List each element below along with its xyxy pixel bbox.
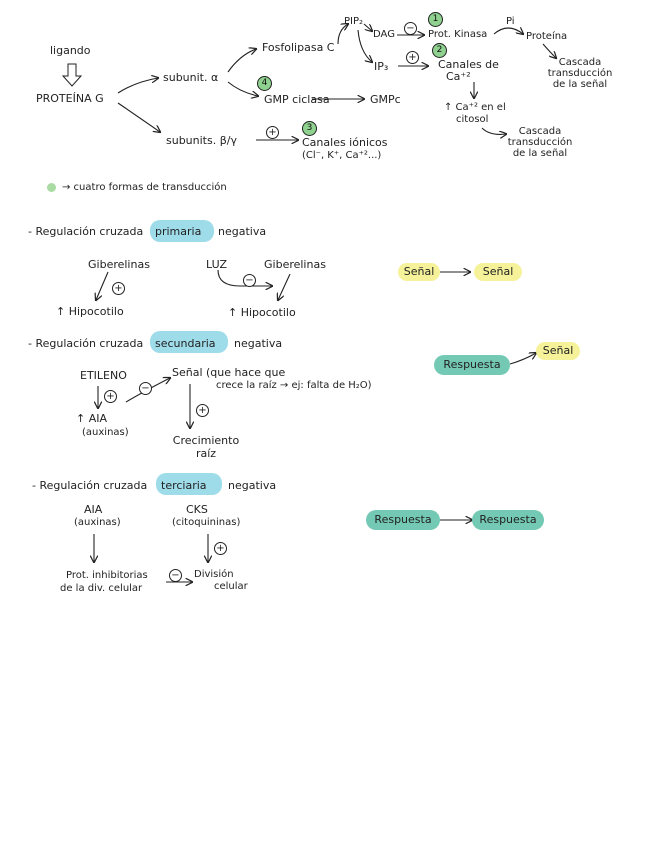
minus-symbol: − bbox=[404, 22, 417, 35]
sec1-heading-post: negativa bbox=[218, 225, 267, 238]
sec3-cks: CKS bbox=[186, 503, 208, 516]
canales-ca-line2: Ca⁺² bbox=[446, 70, 471, 83]
number-1-circle: 1 bbox=[428, 12, 443, 27]
legend-text: → cuatro formas de transducción bbox=[62, 182, 227, 193]
proteina-label: Proteína bbox=[526, 31, 568, 42]
plus-symbol: + bbox=[406, 51, 419, 64]
gmpc-label: GMPc bbox=[370, 93, 401, 106]
arrow-alpha-to-fosfo bbox=[227, 49, 256, 73]
arrow-fosfo-to-pip2 bbox=[337, 24, 348, 45]
sec2-heading-pre: - Regulación cruzada bbox=[28, 337, 144, 350]
sec1-pill-right: Señal bbox=[474, 263, 522, 281]
highlight-secundaria bbox=[150, 331, 228, 353]
canales-ionicos-line1: Canales iónicos bbox=[302, 136, 388, 149]
sec2-auxinas: (auxinas) bbox=[82, 427, 129, 438]
arrow-proteina-to-cascada bbox=[542, 43, 556, 58]
sec3-division-line2: celular bbox=[214, 581, 248, 592]
plus-symbol: + bbox=[196, 404, 209, 417]
arrow-luz-inhibit bbox=[217, 269, 272, 286]
sec1-hipocotilo-b: ↑ Hipocotilo bbox=[228, 306, 296, 319]
arrow-g-to-alpha bbox=[117, 78, 158, 94]
sec2-aia: ↑ AIA bbox=[76, 412, 108, 425]
arrow-gib-to-hipo-b bbox=[278, 273, 291, 300]
sec1-giberelinas-b: Giberelinas bbox=[264, 258, 326, 271]
sec1-heading-hl: primaria bbox=[155, 225, 202, 238]
arrow-g-to-bg bbox=[117, 102, 160, 132]
sec2-senal-line1: Señal (que hace que bbox=[172, 366, 286, 379]
arrow-alpha-to-gmp bbox=[227, 81, 258, 96]
sec2-pill-left: Respuesta bbox=[434, 355, 510, 375]
cascada-1-line3: de la señal bbox=[552, 79, 608, 90]
canales-ionicos-line2: (Cl⁻, K⁺, Ca⁺²...) bbox=[302, 150, 382, 161]
sec1-luz: LUZ bbox=[206, 258, 227, 271]
sec2-etileno: ETILENO bbox=[80, 369, 127, 382]
sec3-pill-left: Respuesta bbox=[366, 510, 440, 530]
dag-label: DAG bbox=[373, 29, 395, 40]
arrow-citosol-to-cascada bbox=[481, 127, 506, 134]
sec3-division-line1: División bbox=[194, 569, 234, 580]
canales-ca-line1: Canales de bbox=[438, 58, 499, 71]
sec3-auxinas: (auxinas) bbox=[74, 517, 121, 528]
sec2-crecimiento-line2: raíz bbox=[195, 447, 217, 460]
highlight-terciaria bbox=[156, 473, 222, 495]
minus-symbol: − bbox=[169, 569, 182, 582]
legend-dot bbox=[47, 183, 56, 192]
minus-symbol: − bbox=[243, 274, 256, 287]
fosfolipasa-label: Fosfolipasa C bbox=[262, 41, 335, 54]
sec3-prot-inhib-line1: Prot. inhibitorias bbox=[66, 570, 148, 581]
ca-citosol-line2: citosol bbox=[456, 114, 489, 125]
proteina-g-label: PROTEÍNA G bbox=[36, 92, 104, 105]
sec2-heading-hl: secundaria bbox=[155, 337, 216, 350]
sec2-crecimiento-line1: Crecimiento bbox=[172, 434, 240, 447]
pi-label: Pi bbox=[506, 16, 515, 27]
highlight-primaria bbox=[150, 220, 214, 242]
minus-symbol: − bbox=[139, 382, 152, 395]
number-3-circle: 3 bbox=[302, 121, 317, 136]
sec2-pill-right: Señal bbox=[536, 342, 580, 360]
number-4-circle: 4 bbox=[257, 76, 272, 91]
cascada-1-line2: transducción bbox=[547, 68, 613, 79]
sec2-heading-post: negativa bbox=[234, 337, 283, 350]
plus-symbol: + bbox=[214, 542, 227, 555]
number-2-circle: 2 bbox=[432, 43, 447, 58]
arrow-pip2-to-dag bbox=[363, 23, 372, 31]
plus-symbol: + bbox=[104, 390, 117, 403]
sec1-hipocotilo-a: ↑ Hipocotilo bbox=[56, 305, 124, 318]
subunit-alpha-label: subunit. α bbox=[163, 71, 219, 84]
cascada-2-line2: transducción bbox=[507, 137, 573, 148]
subunits-bg-label: subunits. β/γ bbox=[166, 134, 237, 147]
ca-citosol-line1: ↑ Ca⁺² en el bbox=[444, 102, 506, 113]
arrow-pip2-to-ip3 bbox=[357, 29, 372, 62]
sec3-heading-pre: - Regulación cruzada bbox=[32, 479, 148, 492]
pip2-label: PIP₂ bbox=[344, 16, 364, 27]
sec2-senal-line2: crece la raíz → ej: falta de H₂O) bbox=[216, 380, 372, 391]
arrow-pill-sec2 bbox=[509, 353, 536, 365]
ip3-label: IP₃ bbox=[374, 60, 389, 73]
cascada-1-line1: Cascada bbox=[558, 57, 602, 68]
sec1-giberelinas-a: Giberelinas bbox=[88, 258, 150, 271]
sec1-heading-pre: - Regulación cruzada bbox=[28, 225, 144, 238]
gmp-ciclasa-label: GMP ciclasa bbox=[264, 93, 330, 106]
prot-kinasa-label: Prot. Kinasa bbox=[428, 29, 488, 40]
sec3-pill-right: Respuesta bbox=[472, 510, 544, 530]
sec3-prot-inhib-line2: de la div. celular bbox=[60, 583, 143, 594]
hollow-down-arrow bbox=[61, 63, 83, 87]
ligando-label: ligando bbox=[50, 44, 91, 57]
arrow-gib-to-hipo-a bbox=[96, 271, 109, 300]
sec3-heading-post: negativa bbox=[228, 479, 277, 492]
sec3-heading-hl: terciaria bbox=[161, 479, 207, 492]
sec1-pill-left: Señal bbox=[398, 263, 440, 281]
cascada-2-line3: de la señal bbox=[512, 148, 568, 159]
plus-symbol: + bbox=[266, 126, 279, 139]
arrow-kinasa-to-proteina bbox=[493, 28, 523, 34]
cascada-2-line1: Cascada bbox=[518, 126, 562, 137]
sec3-citoquininas: (citoquininas) bbox=[172, 517, 241, 528]
plus-symbol: + bbox=[112, 282, 125, 295]
sec3-aia: AIA bbox=[84, 503, 103, 516]
